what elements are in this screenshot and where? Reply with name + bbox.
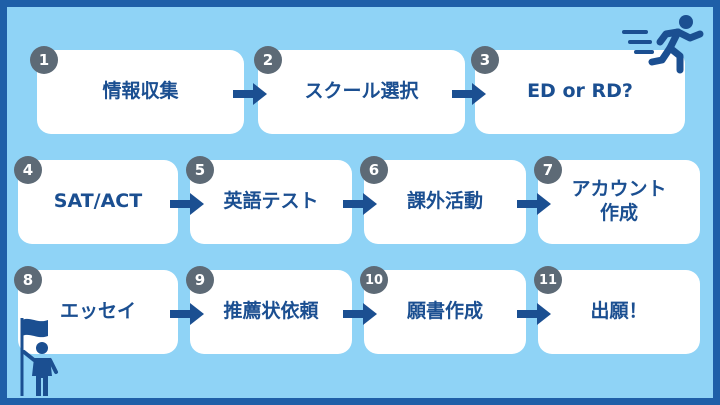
step-9-label: 推薦状依頼 <box>223 300 319 323</box>
step-4-number-badge: 4 <box>14 156 42 184</box>
arrow-right-icon <box>517 193 551 215</box>
step-11-box: 出願！ <box>538 270 700 354</box>
step-5-number-badge: 5 <box>186 156 214 184</box>
step-1-box: 情報収集 <box>37 50 244 134</box>
step-9-box: 推薦状依頼 <box>190 270 352 354</box>
step-4-box: SAT/ACT <box>18 160 178 244</box>
step-2-label: スクール選択 <box>304 80 419 103</box>
arrow-right-icon <box>170 303 204 325</box>
step-5-box: 英語テスト <box>190 160 352 244</box>
arrow-right-icon <box>170 193 204 215</box>
arrow-right-icon <box>343 193 377 215</box>
step-1-label: 情報収集 <box>102 80 179 103</box>
step-3-number-badge: 3 <box>471 46 499 74</box>
step-10-number-badge: 10 <box>360 266 388 294</box>
step-8-label: エッセイ <box>59 300 136 323</box>
step-1-number-badge: 1 <box>30 46 58 74</box>
step-10-label: 願書作成 <box>406 300 483 323</box>
step-7-label: アカウント 作成 <box>571 178 667 224</box>
step-8-box: エッセイ <box>18 270 178 354</box>
step-11-number-badge: 11 <box>534 266 562 294</box>
step-10-box: 願書作成 <box>364 270 526 354</box>
step-6-number-badge: 6 <box>360 156 388 184</box>
step-6-box: 課外活動 <box>364 160 526 244</box>
step-5-label: 英語テスト <box>223 190 319 213</box>
step-11-label: 出願！ <box>590 300 648 323</box>
arrow-right-icon <box>452 83 486 105</box>
flag-person-icon <box>20 318 58 396</box>
step-4-label: SAT/ACT <box>53 190 143 213</box>
step-2-number-badge: 2 <box>254 46 282 74</box>
step-7-number-badge: 7 <box>534 156 562 184</box>
arrow-right-icon <box>233 83 267 105</box>
step-8-number-badge: 8 <box>14 266 42 294</box>
step-3-label: ED or RD? <box>527 80 633 103</box>
step-2-box: スクール選択 <box>258 50 465 134</box>
running-person-icon <box>622 15 704 74</box>
step-6-label: 課外活動 <box>406 190 483 213</box>
step-7-box: アカウント 作成 <box>538 160 700 244</box>
arrow-right-icon <box>343 303 377 325</box>
step-9-number-badge: 9 <box>186 266 214 294</box>
arrow-right-icon <box>517 303 551 325</box>
